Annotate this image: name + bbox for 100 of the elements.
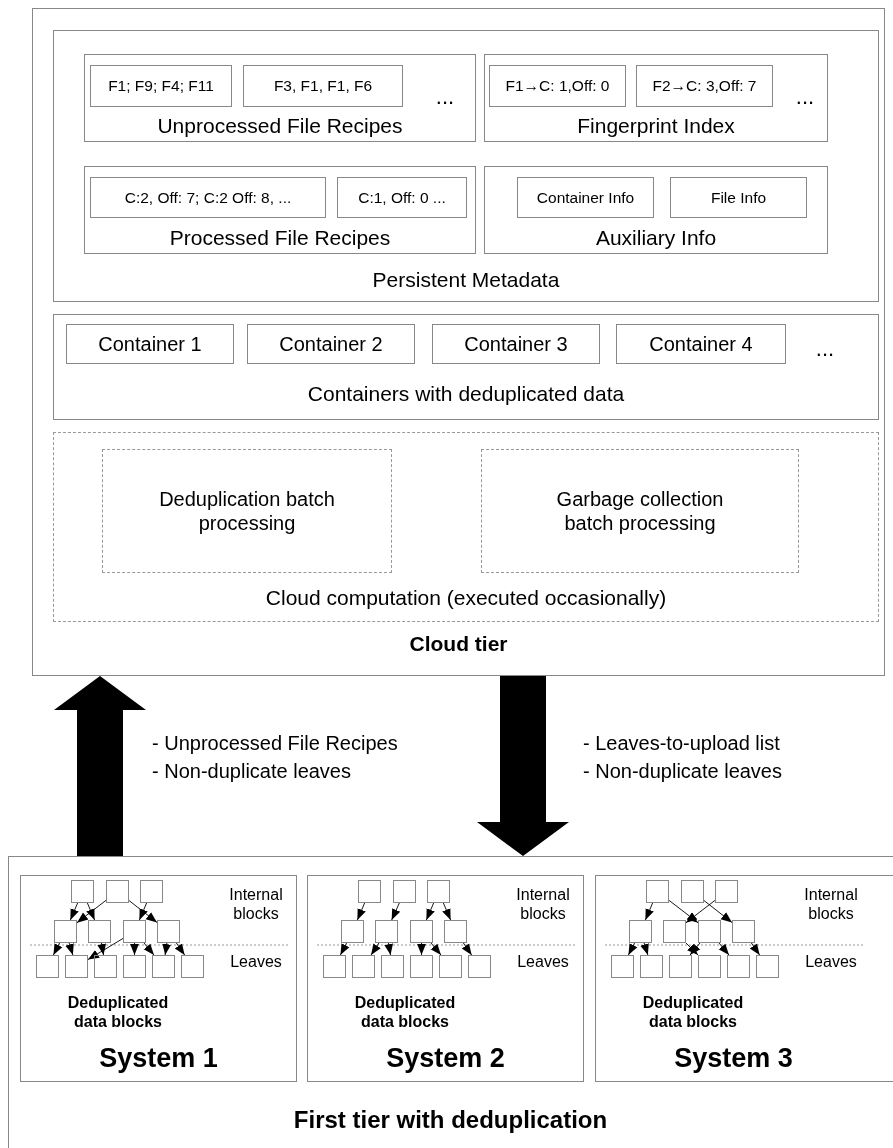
block-box <box>669 955 692 978</box>
block-box <box>375 920 398 943</box>
tier-panel <box>32 8 885 676</box>
arrow <box>384 942 393 956</box>
arrow <box>97 942 106 956</box>
tier-title: Cloud tier <box>408 631 509 658</box>
block-box <box>54 920 77 943</box>
block-box <box>152 955 175 978</box>
block-box <box>181 955 204 978</box>
block-box <box>698 955 721 978</box>
system-title: System 1 <box>98 1041 219 1075</box>
section-title: Containers with deduplicated data <box>306 381 626 408</box>
group-panel <box>484 54 828 142</box>
arrow <box>174 942 186 956</box>
block-box <box>646 880 669 903</box>
container-box <box>247 324 415 364</box>
block-box <box>358 880 381 903</box>
system-panel <box>20 875 297 1082</box>
arrow-note: - Leaves-to-upload list <box>583 731 780 755</box>
block-box <box>427 880 450 903</box>
arrow <box>461 942 473 956</box>
level-label: Internal blocks <box>228 884 284 924</box>
arrow <box>370 942 381 956</box>
computation-panel <box>53 432 879 622</box>
group-title: Auxiliary Info <box>594 225 718 252</box>
level-label: Internal blocks <box>515 884 571 924</box>
box-label: C:1, Off: 0 ... <box>358 188 446 207</box>
block-box <box>698 920 721 943</box>
record-box <box>517 177 654 218</box>
container-box <box>616 324 786 364</box>
block-box <box>65 955 88 978</box>
arrow-note: - Non-duplicate leaves <box>152 759 351 783</box>
box-label: Container Info <box>536 188 635 207</box>
block-box <box>629 920 652 943</box>
arrow <box>718 942 730 956</box>
box-label: F3, F1, F1, F6 <box>273 77 373 95</box>
arrow <box>65 942 74 956</box>
block-box <box>352 955 375 978</box>
block-box <box>341 920 364 943</box>
block-box <box>123 920 146 943</box>
group-panel <box>84 54 476 142</box>
section-title: Persistent Metadata <box>371 267 561 294</box>
arrow <box>430 942 442 956</box>
box-label: F2→C: 3,Off: 7 <box>652 77 757 95</box>
block-arrow <box>477 676 569 856</box>
block-box <box>36 955 59 978</box>
record-box <box>90 177 326 218</box>
section-panel <box>53 30 879 302</box>
level-label: Leaves <box>229 952 283 973</box>
level-label: Leaves <box>516 952 570 973</box>
arrow <box>685 942 699 956</box>
arrow <box>627 942 638 956</box>
arrow <box>162 942 172 956</box>
box-label: Container 1 <box>98 332 202 356</box>
node-label: Deduplicated data blocks <box>641 992 745 1032</box>
block-box <box>663 920 686 943</box>
section-title: Cloud computation (executed occasionally) <box>264 585 668 612</box>
arrow <box>143 942 155 956</box>
box-label: C:2, Off: 7; C:2 Off: 8, ... <box>124 188 292 207</box>
arrow-note: - Non-duplicate leaves <box>583 759 782 783</box>
system-panel <box>595 875 893 1082</box>
section-panel <box>53 314 879 420</box>
block-box <box>381 955 404 978</box>
system-panel <box>307 875 584 1082</box>
box-label: F1; F9; F4; F11 <box>108 77 214 95</box>
arrow <box>689 942 701 956</box>
block-box <box>157 920 180 943</box>
block-box <box>640 955 663 978</box>
box-label: Container 4 <box>649 332 753 356</box>
tier-title: First tier with deduplication <box>292 1104 609 1135</box>
block-box <box>410 920 433 943</box>
process-box <box>481 449 799 573</box>
block-arrow <box>54 676 146 856</box>
box-label: File Info <box>710 188 767 207</box>
group-title: Fingerprint Index <box>576 113 736 140</box>
box-label: Container 2 <box>279 332 383 356</box>
block-box <box>611 955 634 978</box>
arrow <box>749 942 761 956</box>
record-box <box>243 65 403 107</box>
block-box <box>756 955 779 978</box>
record-box <box>90 65 232 107</box>
arrow-note: - Unprocessed File Recipes <box>152 731 398 755</box>
ellipsis: ... <box>794 82 816 111</box>
arrow <box>52 942 63 956</box>
arrow <box>130 942 139 956</box>
tier-panel <box>8 856 893 1148</box>
record-box <box>489 65 626 107</box>
group-panel <box>84 166 476 254</box>
node-label: Deduplicated data blocks <box>353 992 457 1032</box>
block-box <box>732 920 755 943</box>
block-box <box>140 880 163 903</box>
block-box <box>88 920 111 943</box>
arrow <box>640 942 649 956</box>
group-title: Processed File Recipes <box>168 225 392 252</box>
block-box <box>123 955 146 978</box>
group-panel <box>484 166 828 254</box>
box-label: Deduplication batch processing <box>158 487 336 535</box>
system-title: System 3 <box>673 1041 794 1075</box>
container-box <box>432 324 600 364</box>
record-box <box>670 177 807 218</box>
